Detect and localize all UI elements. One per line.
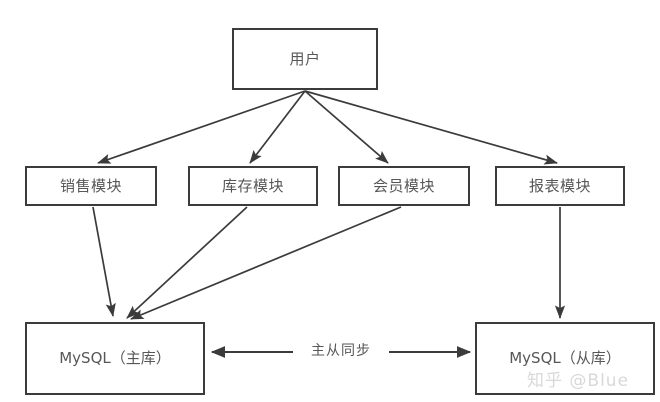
node-user[interactable]: 用户: [232, 28, 378, 90]
watermark: 知乎 @Blue: [527, 371, 630, 391]
edge-inventory-to-db-master: [126, 206, 248, 319]
node-mysql-slave[interactable]: MySQL（从库）: [475, 322, 655, 395]
edge-user-to-member: [304, 90, 389, 164]
edge-sales-to-db-master: [92, 206, 116, 318]
node-report-module-label: 报表模块: [528, 176, 591, 195]
node-sales-module-label: 销售模块: [59, 176, 122, 195]
node-sales-module[interactable]: 销售模块: [25, 166, 157, 206]
edge-user-to-sales: [97, 90, 306, 164]
node-member-module[interactable]: 会员模块: [338, 166, 470, 206]
node-inventory-module[interactable]: 库存模块: [188, 166, 318, 206]
replication-edge-label: 主从同步: [311, 343, 371, 359]
node-member-module-label: 会员模块: [372, 176, 435, 195]
node-mysql-slave-label: MySQL（从库）: [509, 349, 621, 367]
edge-user-to-inventory: [249, 90, 306, 164]
node-mysql-master-label: MySQL（主库）: [59, 349, 171, 367]
edge-user-to-report: [304, 90, 558, 165]
node-mysql-master[interactable]: MySQL（主库）: [25, 322, 205, 395]
node-user-label: 用户: [289, 49, 321, 68]
node-inventory-module-label: 库存模块: [221, 176, 284, 195]
node-report-module[interactable]: 报表模块: [495, 166, 625, 206]
edge-member-to-db-master: [130, 206, 402, 320]
